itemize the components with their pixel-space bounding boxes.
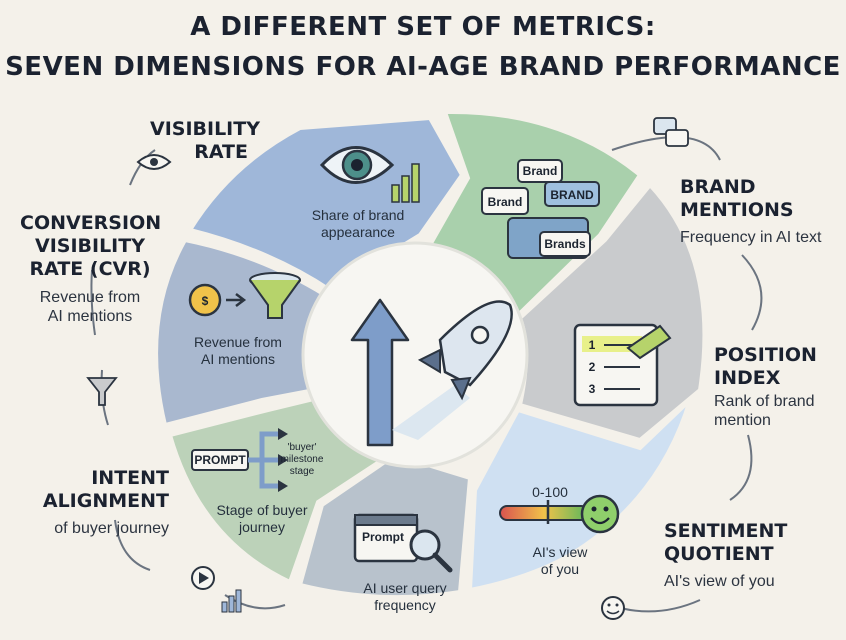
outer-cycle-arrows	[90, 136, 763, 613]
highlighter-icon	[626, 324, 672, 360]
sentiment-meter	[499, 505, 589, 521]
cvr-segment-text-1: Revenue from	[194, 334, 282, 350]
query-segment-text-2: frequency	[374, 597, 435, 613]
outer-bars-icon	[221, 589, 242, 613]
intent-stage-3: stage	[290, 466, 315, 477]
sentiment-quotient-heading: SENTIMENT QUOTIENT	[664, 520, 787, 566]
rank-1: 1	[589, 338, 596, 352]
cvr-heading-2: VISIBILITY	[35, 235, 145, 257]
outer-chat-icon	[653, 117, 689, 147]
sentiment-scale: 0-100	[532, 484, 568, 500]
cvr-subtitle-1: Revenue from	[39, 289, 141, 306]
intent-subtitle: of buyer journey	[54, 520, 169, 537]
brand-mentions-heading-1: BRAND	[680, 176, 756, 198]
bar-chart-icon	[391, 163, 420, 203]
visibility-heading-2: RATE	[194, 141, 248, 163]
query-prompt-label: Prompt	[362, 530, 404, 544]
cvr-subtitle: Revenue from AI mentions	[20, 288, 160, 326]
coin-icon: $	[188, 283, 222, 317]
cvr-heading-3: RATE (CVR)	[29, 258, 151, 280]
bubble-4-text: Brands	[544, 237, 586, 251]
segment-sentiment-quotient	[467, 393, 695, 593]
rocket-icon	[392, 300, 513, 440]
brand-mentions-subtitle: Frequency in AI text	[680, 229, 822, 246]
sentiment-heading-1: SENTIMENT	[664, 520, 788, 542]
sentiment-segment-text-1: AI's view	[533, 544, 589, 560]
speech-bubbles-icon: Brand BRAND Brand Brands	[481, 159, 600, 259]
title-line-2: SEVEN DIMENSIONS FOR AI-AGE BRAND PERFOR…	[5, 52, 841, 82]
outer-play-icon	[191, 566, 215, 590]
brand-mentions-heading-2: MENTIONS	[680, 199, 794, 221]
intent-stage-1: 'buyer'	[288, 442, 317, 453]
rank-3: 3	[589, 382, 596, 396]
position-index-heading-2: INDEX	[714, 367, 781, 389]
eye-icon	[319, 146, 395, 184]
visibility-segment-text-1: Share of brand	[312, 207, 405, 223]
cvr-subtitle-2: AI mentions	[47, 308, 133, 325]
cvr-segment-text-2: AI mentions	[201, 351, 275, 367]
outer-eye-icon	[136, 154, 172, 170]
arrow-right-icon	[226, 293, 247, 307]
funnel-icon	[249, 272, 301, 319]
intent-segment-text-1: Stage of buyer	[216, 502, 307, 518]
smiley-icon	[580, 494, 620, 534]
sentiment-heading-2: QUOTIENT	[664, 543, 774, 565]
coin-symbol: $	[202, 294, 209, 308]
brand-mentions-heading: BRAND MENTIONS	[680, 176, 794, 222]
bubble-2-text: BRAND	[550, 188, 594, 202]
prompt-window-icon: Prompt	[353, 513, 419, 563]
cvr-heading: CONVERSION VISIBILITY RATE (CVR)	[20, 212, 162, 281]
outer-smiley-icon	[601, 596, 625, 620]
sentiment-subtitle: AI's view of you	[664, 573, 775, 590]
intent-flow-icon: PROMPT 'buyer' milestone stage	[191, 428, 324, 492]
sentiment-segment-text-2: of you	[541, 561, 579, 577]
rank-2: 2	[589, 360, 596, 374]
growth-arrow-icon	[350, 298, 410, 447]
visibility-rate-heading: VISIBILITY RATE	[150, 118, 260, 164]
intent-heading-2: ALIGNMENT	[42, 490, 169, 512]
magnifier-icon	[409, 529, 453, 573]
intent-prompt-label: PROMPT	[194, 453, 246, 467]
position-index-subtitle-1: Rank of brand	[714, 393, 815, 410]
visibility-heading-1: VISIBILITY	[150, 118, 260, 140]
bubble-3-text: Brand	[488, 195, 523, 209]
outer-funnel-icon	[86, 377, 118, 406]
intent-heading-1: INTENT	[91, 467, 169, 489]
position-index-subtitle-2: mention	[714, 412, 771, 429]
bubble-1-text: Brand	[523, 164, 558, 178]
position-index-subtitle: Rank of brand mention	[714, 392, 815, 430]
cvr-heading-1: CONVERSION	[20, 212, 162, 234]
position-index-heading: POSITION INDEX	[714, 344, 817, 390]
center-hub	[301, 241, 529, 469]
intent-stage-2: milestone	[281, 454, 324, 465]
visibility-segment-text-2: appearance	[321, 224, 395, 240]
intent-segment-text-2: journey	[238, 519, 285, 535]
title-line-1: A DIFFERENT SET OF METRICS:	[190, 12, 656, 42]
intent-alignment-heading: INTENT ALIGNMENT	[34, 467, 169, 513]
position-index-heading-1: POSITION	[714, 344, 817, 366]
query-segment-text-1: AI user query	[363, 580, 446, 596]
